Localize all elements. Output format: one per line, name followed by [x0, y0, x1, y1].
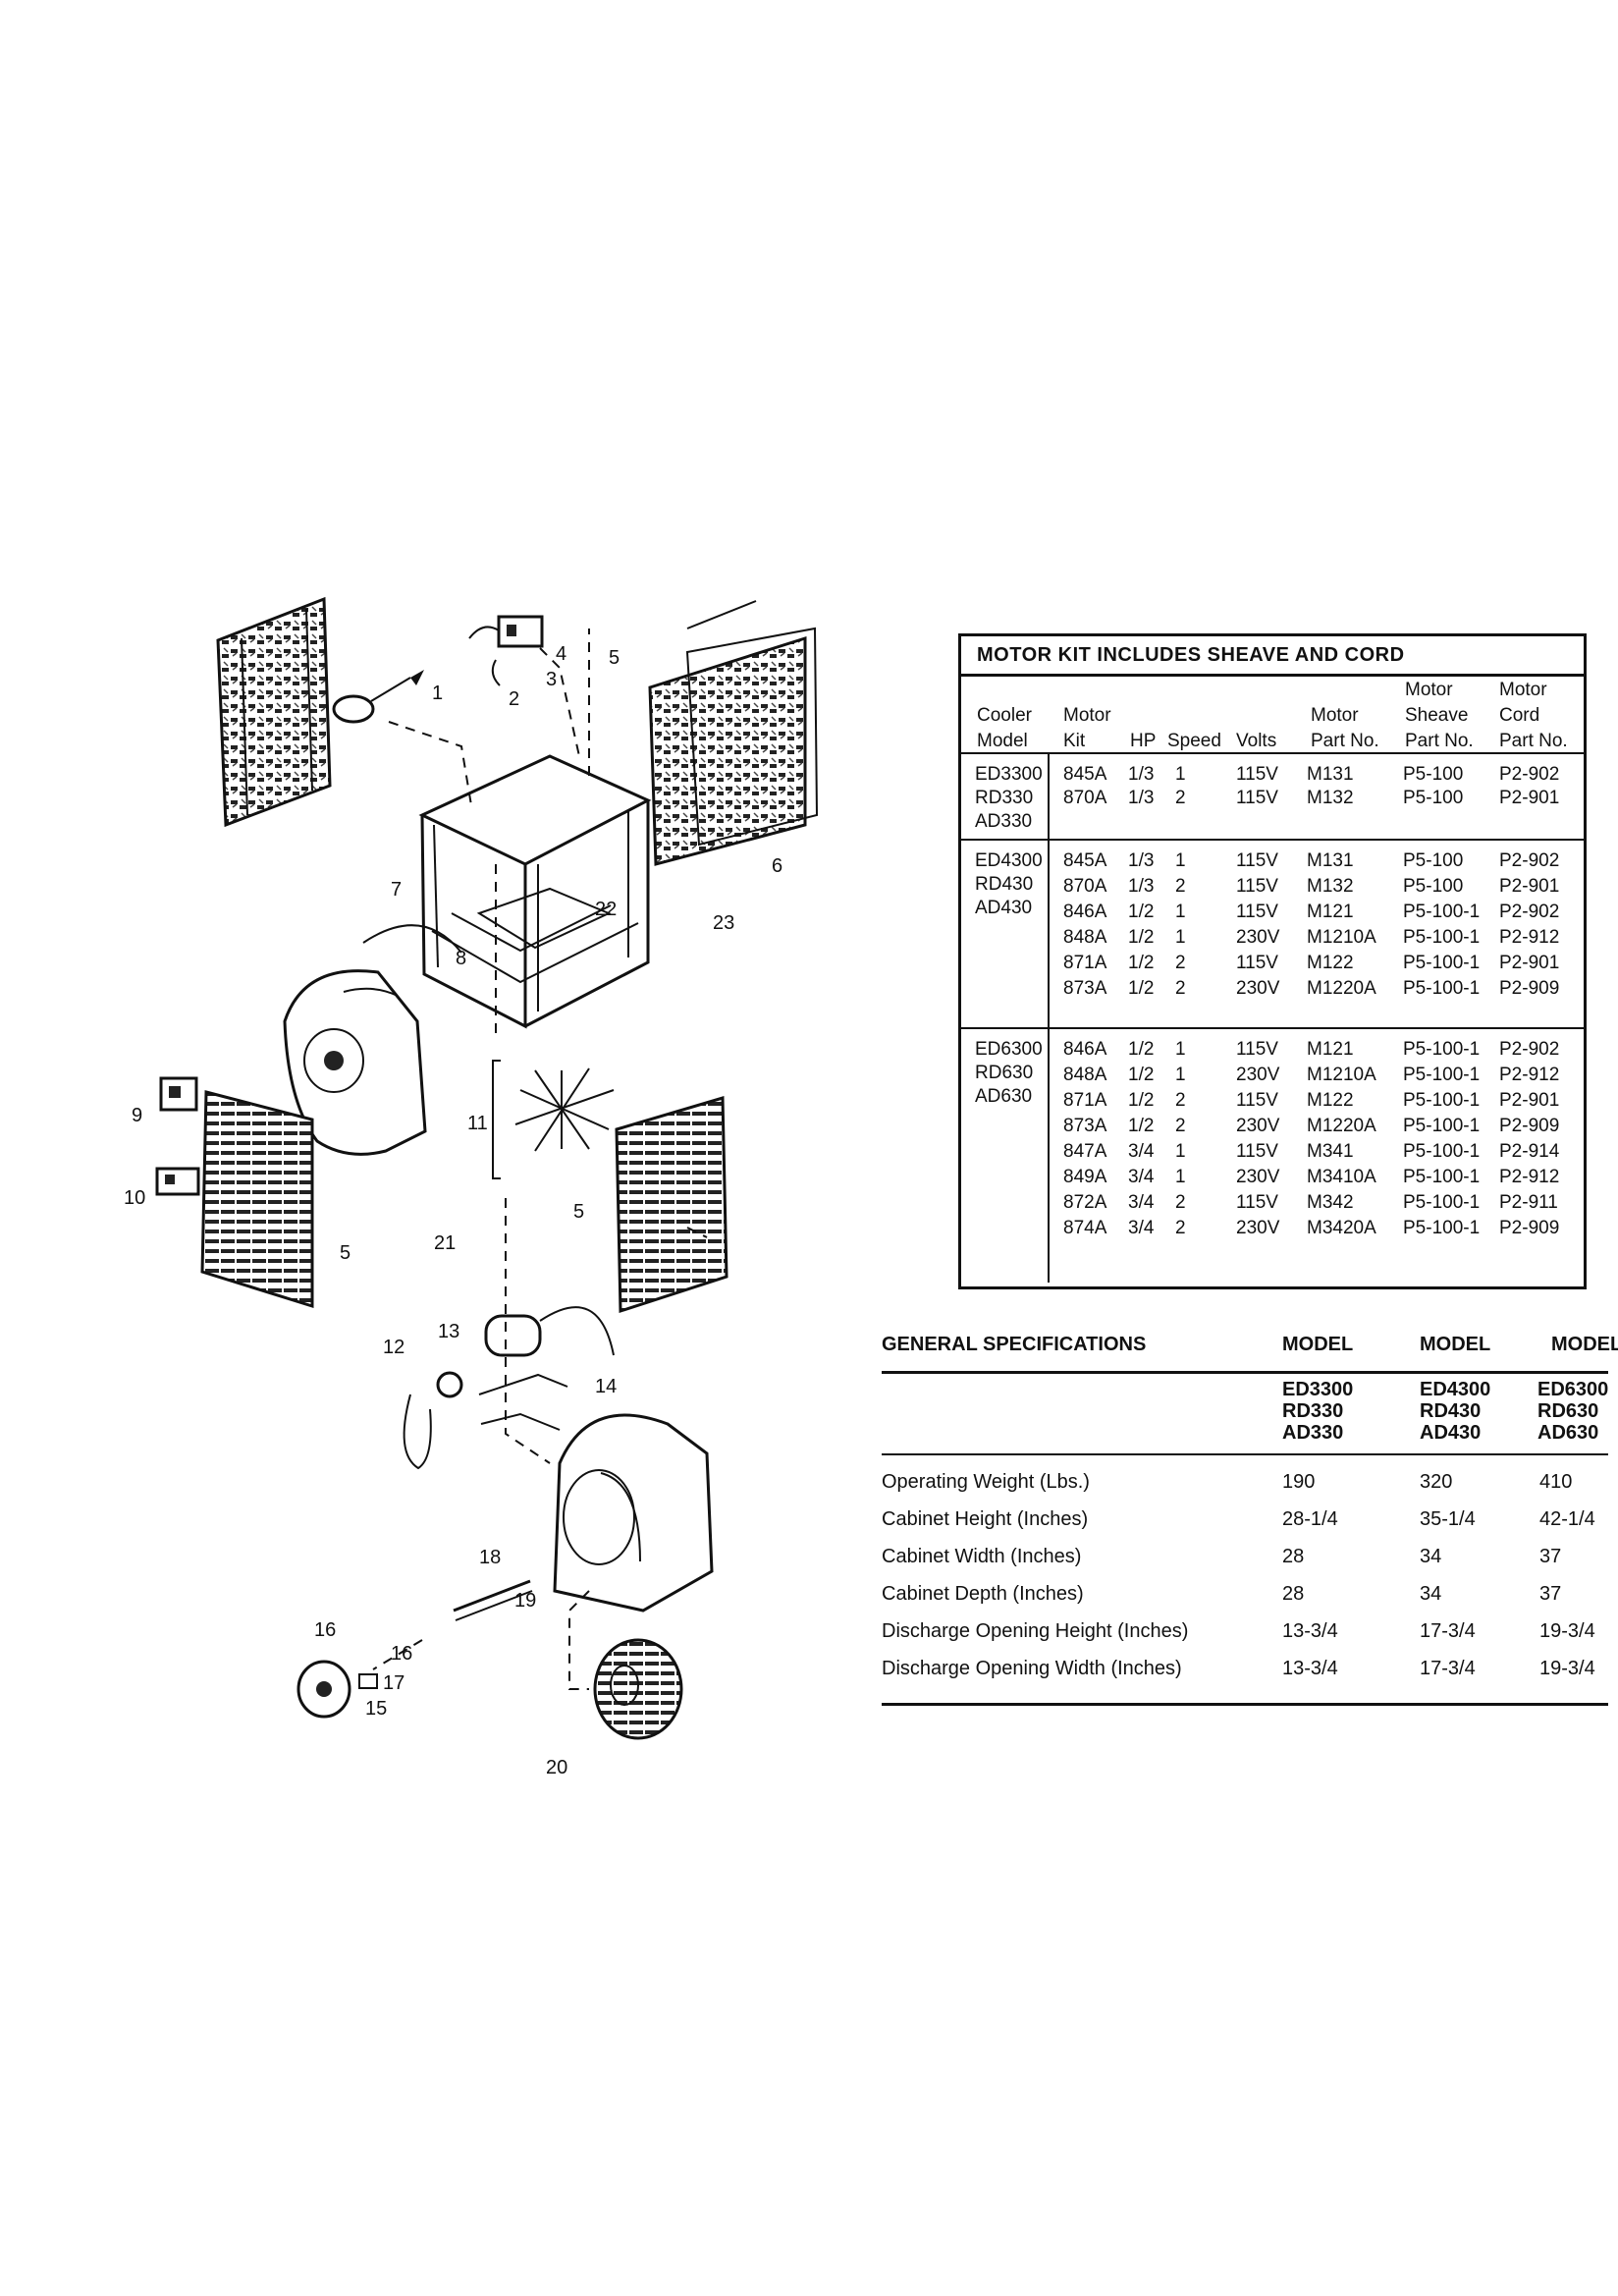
table-row: 871A 1/2 2 115V M122 P5-100-1 P2-901: [1063, 953, 1560, 973]
callout-17: 17: [383, 1672, 404, 1694]
blower-shaft: [453, 1579, 533, 1621]
header-motor-kit: Motor Kit: [1063, 705, 1111, 751]
callout-6: 6: [772, 855, 782, 877]
blower-housing-upper: [283, 924, 462, 1156]
callout-7: 7: [391, 879, 402, 901]
header-sheave-part: Motor Sheave Part No.: [1405, 680, 1474, 751]
callout-8: 8: [456, 948, 466, 969]
blower-housing-lower: [553, 1413, 714, 1613]
callout-18: 18: [479, 1547, 501, 1568]
float-part: [332, 670, 424, 724]
callout-9: 9: [132, 1105, 142, 1126]
cabinet-frame: [418, 754, 652, 1029]
callout-20: 20: [546, 1757, 567, 1778]
callout-4: 4: [556, 643, 566, 665]
table-row: 871A 1/2 2 115V M122 P5-100-1 P2-901: [1063, 1090, 1560, 1111]
exploded-parts-diagram: 1 2 3 4 5 6 7 8 9 10 11 5 5 12 13 14 15 …: [124, 596, 819, 1778]
spec-title: GENERAL SPECIFICATIONS: [882, 1334, 1147, 1355]
table-row: 870A 1/3 2 115V M132 P5-100 P2-901: [1063, 876, 1560, 897]
table-row: Cabinet Depth (Inches) 28 34 37: [882, 1583, 1562, 1605]
table-row: 847A 3/4 1 115V M341 P5-100-1 P2-914: [1063, 1141, 1560, 1162]
header-cord-part: Motor Cord Part No.: [1499, 680, 1568, 751]
table-row: 849A 3/4 1 230V M3410A P5-100-1 P2-912: [1063, 1167, 1560, 1187]
callout-11: 11: [467, 1113, 488, 1134]
callout-2: 2: [509, 688, 519, 710]
callout-14: 14: [595, 1376, 617, 1397]
table-row: Discharge Opening Width (Inches) 13-3/4 …: [882, 1658, 1595, 1679]
spec-model-header-2: MODEL: [1420, 1334, 1491, 1355]
callout-5-right: 5: [573, 1201, 584, 1223]
callout-22: 22: [595, 899, 617, 920]
motor-assembly: [403, 1306, 615, 1470]
general-specifications-table: GENERAL SPECIFICATIONS MODEL MODEL MODEL…: [882, 1328, 1618, 1711]
pad-frame-upper-right: [648, 600, 819, 866]
header-motor-part: Motor Part No.: [1311, 705, 1379, 751]
table-row: 845A 1/3 1 115V M131 P5-100 P2-902: [1063, 764, 1560, 785]
spec-models-col-2: ED4300 RD430 AD430: [1420, 1379, 1491, 1444]
switch-assembly: [155, 1076, 200, 1196]
table-row: 870A 1/3 2 115V M132 P5-100 P2-901: [1063, 788, 1560, 808]
callout-5-left: 5: [340, 1242, 351, 1264]
table-row: 873A 1/2 2 230V M1220A P5-100-1 P2-909: [1063, 1116, 1560, 1136]
table-row: Discharge Opening Height (Inches) 13-3/4…: [882, 1620, 1595, 1642]
spec-models-col-1: ED3300 RD330 AD330: [1282, 1379, 1354, 1444]
table-row: 873A 1/2 2 230V M1220A P5-100-1 P2-909: [1063, 978, 1560, 999]
callout-1: 1: [432, 683, 443, 704]
callout-labels: 1 2 3 4 5 6 7 8 9 10 11 5 5 12 13 14 15 …: [124, 643, 782, 1778]
callout-21: 21: [434, 1232, 456, 1254]
pad-frame-lower-right: [615, 1096, 728, 1314]
table-row: 872A 3/4 2 115V M342 P5-100-1 P2-911: [1063, 1192, 1558, 1213]
motor-table-title: MOTOR KIT INCLUDES SHEAVE AND CORD: [977, 644, 1405, 666]
table-row: 846A 1/2 1 115V M121 P5-100-1 P2-902: [1063, 902, 1560, 922]
callout-13: 13: [438, 1321, 459, 1342]
assembly-leader-lines: [372, 629, 708, 1690]
callout-12: 12: [383, 1337, 404, 1358]
valve-assembly: [468, 615, 544, 686]
table-row: 848A 1/2 1 230V M1210A P5-100-1 P2-912: [1063, 1065, 1560, 1085]
header-hp: HP: [1130, 731, 1157, 751]
spec-model-header-3: MODEL: [1551, 1334, 1618, 1355]
motor-kit-table: MOTOR KIT INCLUDES SHEAVE AND CORD Coole…: [958, 633, 1587, 1289]
header-cooler-model: Cooler Model: [977, 705, 1032, 751]
pad-frame-upper-left: [216, 596, 332, 828]
distribution-spider: [492, 1060, 615, 1179]
table-row: 874A 3/4 2 230V M3420A P5-100-1 P2-909: [1063, 1218, 1560, 1238]
table-row: Cabinet Width (Inches) 28 34 37: [882, 1546, 1562, 1567]
pad-frame-lower-left: [200, 1090, 314, 1309]
table-row: Cabinet Height (Inches) 28-1/4 35-1/4 42…: [882, 1508, 1595, 1530]
header-speed: Speed: [1167, 731, 1221, 751]
callout-16-right: 16: [391, 1643, 412, 1665]
spec-models-col-3: ED6300 RD630 AD630: [1537, 1379, 1609, 1444]
callout-3: 3: [546, 669, 557, 690]
blower-wheel: [593, 1638, 683, 1740]
callout-23: 23: [713, 912, 734, 934]
callout-19: 19: [514, 1590, 536, 1612]
callout-15: 15: [365, 1698, 387, 1720]
table-row: 845A 1/3 1 115V M131 P5-100 P2-902: [1063, 850, 1560, 871]
callout-5-top: 5: [609, 647, 620, 669]
callout-16-left: 16: [314, 1619, 336, 1641]
spec-model-header-1: MODEL: [1282, 1334, 1354, 1355]
callout-10: 10: [124, 1187, 145, 1209]
blower-pulley: [297, 1660, 378, 1719]
header-volts: Volts: [1236, 731, 1277, 751]
table-row: Operating Weight (Lbs.) 190 320 410: [882, 1471, 1573, 1493]
table-row: 846A 1/2 1 115V M121 P5-100-1 P2-902: [1063, 1039, 1560, 1060]
table-row: 848A 1/2 1 230V M1210A P5-100-1 P2-912: [1063, 927, 1560, 948]
